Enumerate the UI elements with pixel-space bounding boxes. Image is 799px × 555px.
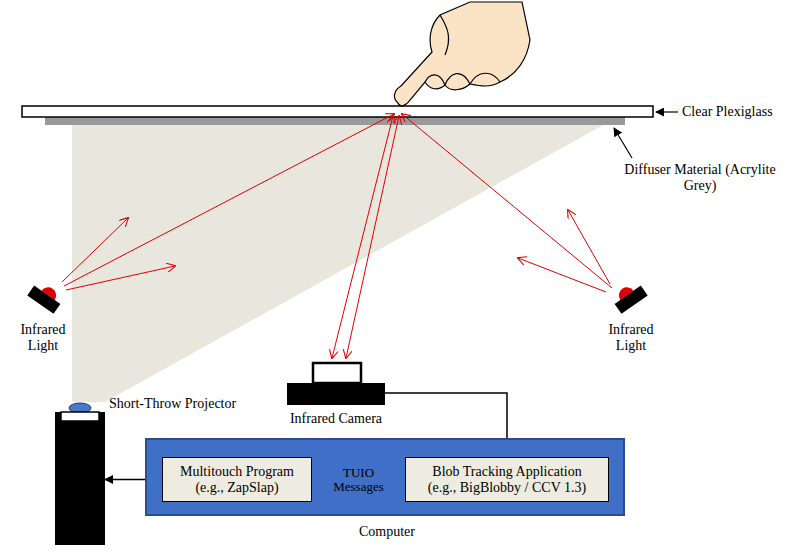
connector-label: TUIO Messages: [328, 466, 390, 494]
infrared-light: [27, 279, 65, 314]
node-title: Blob Tracking Application: [432, 464, 581, 480]
process-box: Multitouch Program(e.g., ZapSlap): [162, 457, 312, 502]
leader-line: [656, 111, 678, 112]
process-box: Blob Tracking Application(e.g., BigBlobb…: [405, 457, 609, 502]
infrared-light: [610, 279, 648, 314]
node-note: (e.g., BigBlobby / CCV 1.3): [428, 480, 586, 496]
camera-shape: [287, 362, 385, 405]
part-label: Clear Plexiglass: [682, 104, 798, 120]
infrared-camera: Infrared Camera: [287, 362, 385, 405]
projection-cone: [72, 124, 605, 402]
projector: Short-Throw Projector: [55, 402, 105, 545]
leader-line: [614, 128, 632, 158]
diffuser-layer: [45, 117, 625, 125]
node-title: Infrared Camera: [257, 411, 415, 427]
node-title: Multitouch Program: [180, 464, 294, 480]
node-note: (e.g., ZapSlap): [195, 480, 278, 496]
node-title: Computer: [147, 524, 627, 540]
part-label: Diffuser Material (Acrylite Grey): [615, 162, 785, 194]
projector-shape: [55, 402, 105, 545]
plexiglass-sheet: [22, 106, 653, 117]
hand: [394, 2, 530, 106]
light-label: Infrared Light: [596, 322, 666, 354]
node-title: Short-Throw Projector: [109, 396, 236, 412]
infrared-rays: [62, 114, 612, 358]
light-label: Infrared Light: [8, 322, 78, 354]
